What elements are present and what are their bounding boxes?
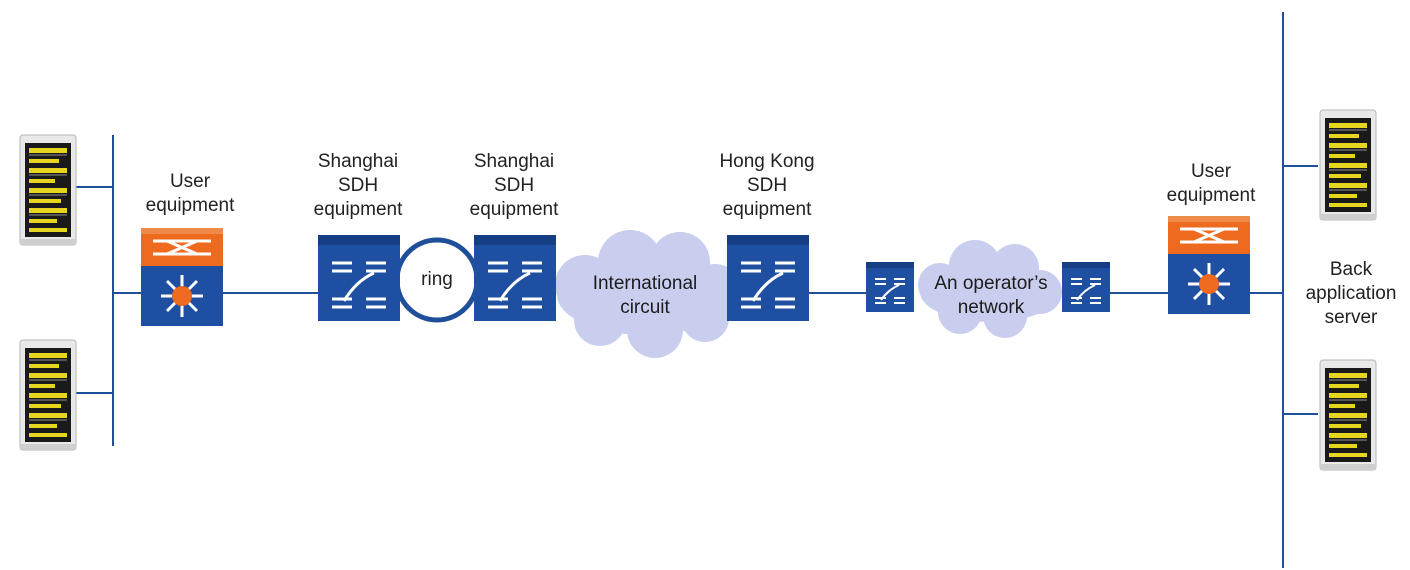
server-icon [1319,109,1377,221]
hong-kong-sdh-label: Hong Kong SDH equipment [719,151,815,220]
cloud-icon [555,230,743,358]
operator-network-label: An operator’s network [934,273,1048,318]
server-icon [19,134,77,246]
shanghai-sdh-label-2: Shanghai SDH equipment [469,151,559,220]
server-icon [1319,359,1377,471]
cloud-icon [918,240,1062,338]
right-server-bus [1282,12,1318,568]
left-server-bus [76,135,114,446]
shanghai-sdh-label-1: Shanghai SDH equipment [313,151,403,220]
multilayer-switch-icon [139,226,225,328]
international-circuit-label: International circuit [592,273,698,318]
sdh-switch-icon [316,233,402,323]
ring-label: ring [421,269,453,290]
user-equipment-left-label: User equipment [145,171,235,216]
sdh-switch-icon [472,233,558,323]
multilayer-switch-icon [1166,214,1252,316]
sdh-switch-icon [865,261,915,313]
server-icon [19,339,77,451]
sdh-switch-icon [1061,261,1111,313]
back-application-server-label: Back application server [1305,259,1397,328]
user-equipment-right-label: User equipment [1166,161,1256,206]
sdh-switch-icon [725,233,811,323]
